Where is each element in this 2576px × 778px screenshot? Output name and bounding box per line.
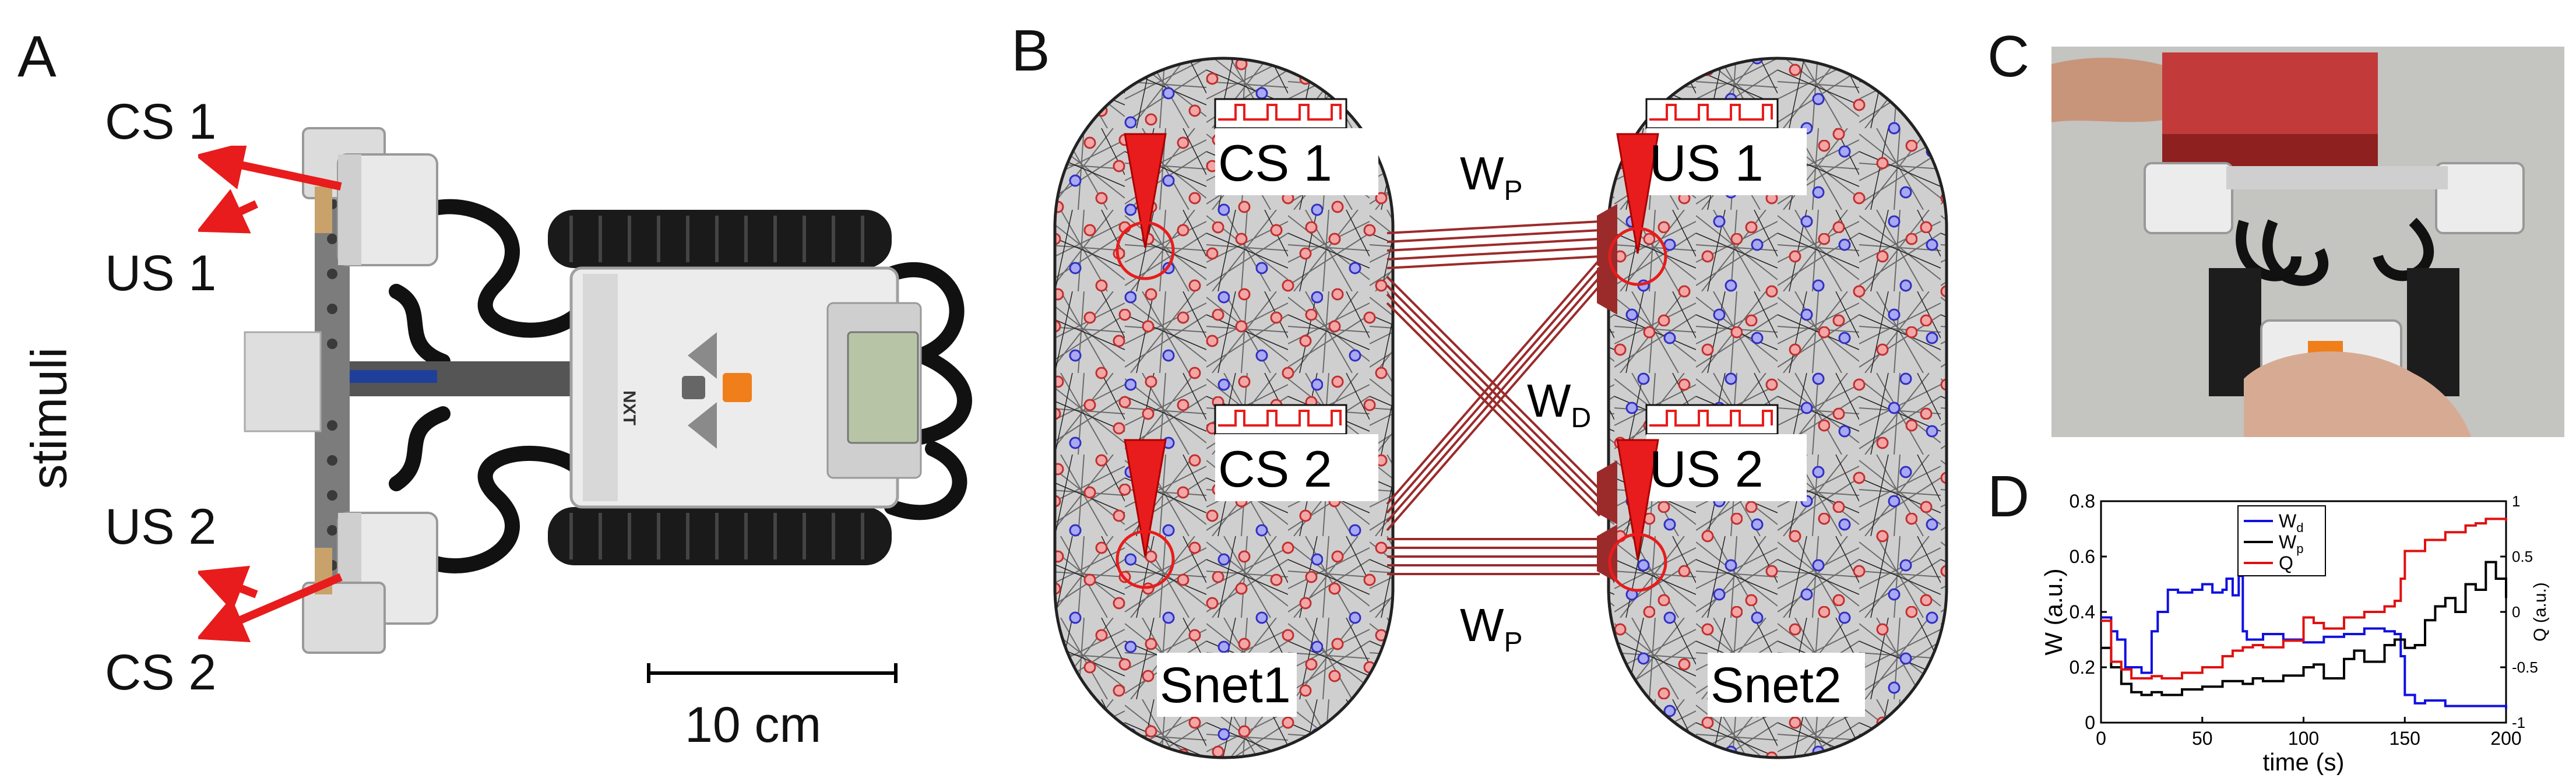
series-line-wd [2101, 575, 2507, 709]
wp-bundle-bottom [1387, 538, 1600, 575]
scale-label: 10 cm [685, 697, 822, 753]
stimulus-arrows [198, 146, 343, 643]
y-tick-label-right: 0.5 [2512, 548, 2533, 565]
y-axis-label-right: Q (a.u.) [2531, 582, 2550, 642]
series-line-wp [2101, 561, 2507, 696]
x-tick-label: 50 [2192, 728, 2213, 749]
wd-bundle-cross [1386, 258, 1601, 531]
label-snet2: Snet2 [1711, 657, 1842, 713]
hand-held-robot-photo [2051, 47, 2564, 437]
network-diagram: CS 1 CS 2 US 1 US 2 Snet1 Snet2 WP WD WP [1053, 57, 1948, 759]
label-snet1: Snet1 [1160, 657, 1291, 713]
nxt-brick [569, 266, 922, 509]
arrow-us2 [198, 565, 258, 612]
y-tick-label-left: 0.4 [2070, 601, 2095, 622]
y-tick-label-right: -0.5 [2512, 659, 2538, 676]
robot-photo: NXT [244, 127, 972, 654]
wp-bundle-top [1386, 220, 1600, 269]
nxt-text: NXT [620, 390, 639, 425]
y-tick-label-right: 0 [2512, 603, 2520, 621]
cs2-input [1115, 404, 1378, 589]
legend-label: Wd [2279, 511, 2303, 535]
sensor-bottom [302, 512, 438, 654]
series-line-q [2101, 518, 2507, 680]
legend-label: Q [2279, 552, 2293, 573]
scale-bar [647, 663, 898, 683]
cs1-input [1115, 98, 1378, 280]
label-cs1-b: CS 1 [1218, 134, 1332, 192]
weights-chart: 0 50 100 150 200 0 0.2 0.4 0.6 0.8 -1 -0.5 0 0.5 1 time… [2040, 491, 2550, 775]
label-us2-b: US 2 [1649, 440, 1764, 498]
y-tick-label-right: -1 [2512, 714, 2525, 731]
panel-d-letter: D [1987, 464, 2030, 529]
label-cs2-a: CS 2 [105, 645, 217, 700]
y-tick-label-left: 0.2 [2070, 657, 2095, 678]
sensor-top [302, 127, 438, 266]
us2-input [1608, 404, 1807, 592]
label-us1-a: US 1 [105, 245, 217, 301]
label-cs1-a: CS 1 [105, 94, 217, 150]
us1-input [1608, 98, 1807, 286]
x-axis-label: time (s) [2263, 748, 2345, 775]
y-axis-label-left: W (a.u.) [2040, 568, 2067, 655]
label-wd: WD [1527, 375, 1591, 434]
y-tick-label-left: 0 [2085, 712, 2095, 733]
x-tick-label: 100 [2288, 728, 2319, 749]
label-us1-b: US 1 [1649, 134, 1764, 192]
y-tick-label-left: 0.8 [2070, 491, 2095, 512]
arrow-cs1 [198, 146, 342, 191]
y-tick-label-left: 0.6 [2070, 546, 2095, 567]
legend-label: Wp [2279, 531, 2303, 556]
y-tick-label-right: 1 [2512, 492, 2520, 510]
x-tick-label: 0 [2096, 728, 2106, 749]
label-wp-top: WP [1460, 147, 1523, 206]
stimuli-label: stimuli [21, 347, 78, 490]
arrow-us1 [198, 189, 258, 234]
label-wp-bottom: WP [1460, 599, 1523, 658]
panel-b-letter: B [1011, 18, 1050, 83]
panel-c-letter: C [1987, 24, 2030, 89]
label-us2-a: US 2 [105, 499, 217, 555]
x-tick-label: 200 [2490, 728, 2521, 749]
panel-a-letter: A [17, 24, 57, 89]
label-cs2-b: CS 2 [1218, 440, 1332, 498]
x-tick-label: 150 [2390, 728, 2420, 749]
arrow-cs2 [198, 573, 343, 643]
